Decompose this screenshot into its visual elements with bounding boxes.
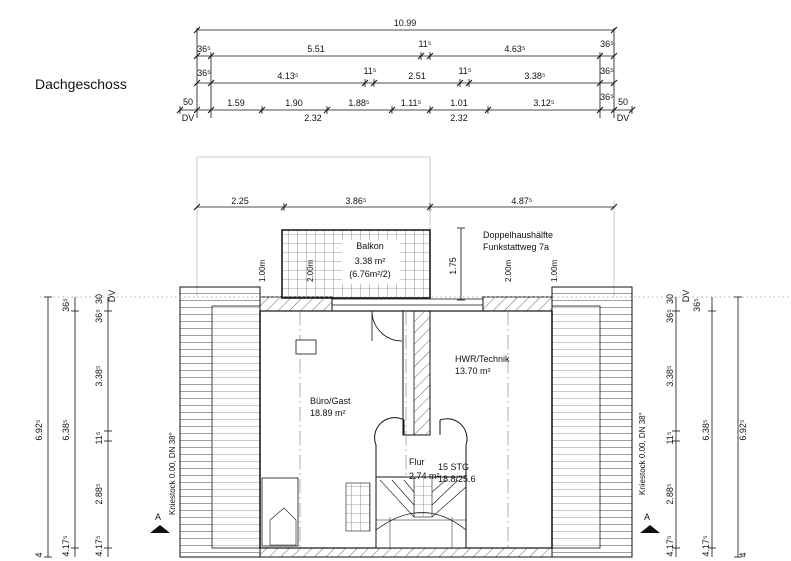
height-2m-right: 2.00m (504, 259, 513, 282)
right-col-1: 36⁵ (665, 309, 675, 323)
right-dim-mid: 6.38⁵ (701, 419, 711, 441)
dim-sub-2: 2.32 (450, 113, 468, 123)
dimension-chains-top (176, 26, 636, 118)
height-1m-right: 1.00m (550, 259, 559, 282)
dimension-labels-top: 10.99 36⁵ 5.51 11⁵ 4.63⁵ 36⁵ 36⁵ 4.13⁵ 1… (182, 18, 630, 123)
left-top-2: 30 (94, 294, 104, 304)
room-hwr-area: 13.70 m² (455, 366, 491, 376)
dim-r3-7: 36⁵ (600, 66, 614, 76)
balcony-area-note: (6.76m²/2) (349, 269, 391, 279)
dim-r4-3: 1.90 (285, 98, 303, 108)
building (179, 286, 633, 558)
left-bottom: 4 (34, 552, 44, 557)
kniestock-right: Kniestock 0.00, DN 38° (638, 412, 647, 495)
section-marker-left: A (150, 512, 170, 533)
dim-r2-1: 36⁵ (197, 44, 211, 54)
dim-r3-2: 4.13⁵ (277, 71, 299, 81)
room-buero-area: 18.89 m² (310, 408, 346, 418)
room-hwr-name: HWR/Technik (455, 354, 510, 364)
right-top-2: 30 (665, 294, 675, 304)
balcony-name: Balkon (356, 241, 384, 251)
left-col-1: 36⁵ (94, 309, 104, 323)
room-flur-name: Flur (409, 457, 425, 467)
dim-r4-1: 50 (183, 97, 193, 107)
right-top-dv: DV (681, 290, 691, 303)
height-2m-left: 2.00m (306, 259, 315, 282)
dim-total: 10.99 (394, 18, 417, 28)
left-dim-outer: 6.92⁵ (34, 419, 44, 441)
left-top-1: 36⁵ (61, 298, 71, 312)
right-top-1: 36⁵ (692, 298, 702, 312)
dv-left: DV (182, 113, 195, 123)
left-col-5: 4.17⁵ (94, 535, 104, 557)
neighbor-street: Funkstattweg 7a (483, 242, 549, 252)
left-dim-mid: 6.38⁵ (61, 419, 71, 441)
dim-sub-1: 2.32 (304, 113, 322, 123)
dim-r4-5: 1.11⁵ (401, 98, 422, 108)
dim-bal-1: 2.25 (231, 196, 249, 206)
dimension-chains-left (44, 296, 112, 558)
dimension-chains-right (672, 296, 742, 558)
svg-text:A: A (155, 512, 161, 522)
dim-r3-5: 11⁵ (458, 66, 471, 76)
dim-r2-4: 4.63⁵ (504, 44, 526, 54)
height-1m-left: 1.00m (258, 259, 267, 282)
right-col-2: 3.38⁵ (665, 365, 675, 387)
dv-right: DV (617, 113, 630, 123)
svg-text:A: A (644, 512, 650, 522)
left-col-5b: 4.17⁵ (61, 535, 71, 557)
dim-r2-2: 5.51 (307, 44, 325, 54)
right-col-5b: 4.17⁵ (701, 535, 711, 557)
dim-r4-6: 1.01 (450, 98, 468, 108)
right-col-4: 2.88⁵ (665, 483, 675, 505)
dim-r4-2: 1.59 (227, 98, 245, 108)
dim-bal-3: 4.87⁵ (511, 196, 533, 206)
section-marker-right: A (640, 512, 660, 533)
right-col-5: 4.17⁵ (665, 535, 675, 557)
dim-balcony-depth: 1.75 (448, 257, 458, 275)
dim-r3-4: 2.51 (408, 71, 426, 81)
room-buero-name: Büro/Gast (310, 396, 351, 406)
dim-r4-8: 36⁵ (600, 92, 614, 102)
left-top-dv: DV (107, 290, 117, 303)
dim-bal-2: 3.86⁵ (345, 196, 367, 206)
dim-r3-3: 11⁵ (363, 66, 376, 76)
left-col-4: 2.88⁵ (94, 483, 104, 505)
balcony (281, 229, 431, 299)
dim-r2-5: 36⁵ (600, 39, 614, 49)
room-flur-area: 2.74 m² (409, 471, 440, 481)
right-col-3: 11⁵ (665, 431, 675, 444)
stair-count: 15 STG (438, 462, 469, 472)
stair-ratio: 18.8/25.6 (438, 474, 476, 484)
dim-r3-6: 3.38⁵ (524, 71, 546, 81)
dim-r2-3: 11⁵ (418, 39, 431, 49)
kniestock-left: Kniestock 0.00, DN 38° (168, 432, 177, 515)
balcony-area: 3.38 m² (355, 256, 386, 266)
drawing-title: Dachgeschoss (35, 76, 127, 92)
dim-r3-1: 36⁵ (197, 68, 211, 78)
right-dim-outer: 6.92⁵ (738, 419, 748, 441)
left-col-3: 11⁵ (94, 431, 104, 444)
left-col-2: 3.38⁵ (94, 365, 104, 387)
neighbor-house: Doppelhaushälfte (483, 230, 553, 240)
dim-r4-9: 50 (618, 97, 628, 107)
dim-r4-7: 3.12⁵ (533, 98, 555, 108)
dim-r4-4: 1.88⁵ (348, 98, 370, 108)
right-bottom: 4 (738, 552, 748, 557)
